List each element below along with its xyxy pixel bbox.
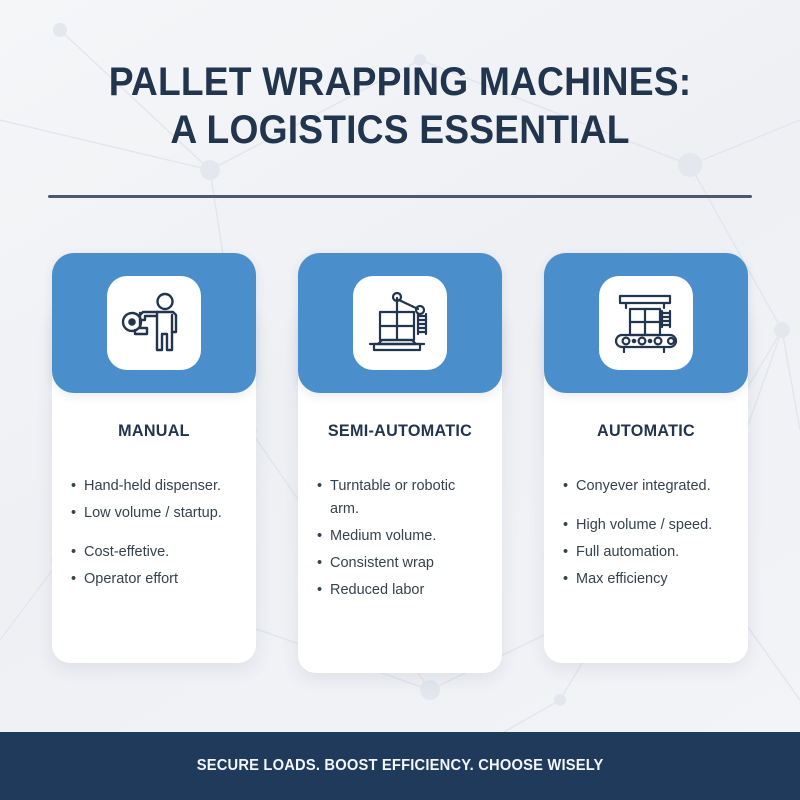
card-title: AUTOMATIC [597,421,695,440]
list-item: Hand-held dispenser. [70,475,242,498]
card-bullet-list: Hand-held dispenser. Low volume / startu… [70,475,242,595]
person-with-handheld-film-dispenser-icon [121,292,178,352]
card-header [298,253,502,393]
card-title: SEMI-AUTOMATIC [327,421,473,440]
list-item: Low volume / startup. [70,502,242,525]
list-item: Consistent wrap [316,552,488,575]
icon-tile [353,276,447,370]
page-title-line-2: A LOGISTICS ESSENTIAL [170,108,630,152]
list-item: High volume / speed. [562,514,734,537]
list-item: Turntable or robotic arm. [316,475,488,521]
card-bullet-list: Turntable or robotic arm. Medium volume.… [316,475,488,606]
card-title: MANUAL [118,421,190,440]
list-item: Conyever integrated. [562,475,734,498]
list-item: Full automation. [562,541,734,564]
page-title: PALLET WRAPPING MACHINES: A LOGISTICS ES… [0,58,800,154]
list-spacer [70,529,242,541]
footer-tagline: SECURE LOADS. BOOST EFFICIENCY. CHOOSE W… [196,757,604,774]
title-divider [48,195,752,198]
page-title-line-1: PALLET WRAPPING MACHINES: [108,60,692,104]
card-header [544,253,748,393]
card-row: MANUAL Hand-held dispenser. Low volume /… [0,253,800,683]
list-item: Operator effort [70,568,242,591]
icon-tile [599,276,693,370]
list-spacer [562,502,734,514]
card-header [52,253,256,393]
list-item: Medium volume. [316,525,488,548]
icon-tile [107,276,201,370]
list-item: Cost-effetive. [70,541,242,564]
turntable-pallet-wrapper-with-robotic-arm-icon [368,292,428,352]
footer-bar: SECURE LOADS. BOOST EFFICIENCY. CHOOSE W… [0,732,800,800]
card-bullet-list: Conyever integrated. High volume / speed… [562,475,734,595]
list-item: Reduced labor [316,579,488,602]
list-item: Max efficiency [562,568,734,591]
conveyor-pallet-wrapper-icon [614,294,678,353]
